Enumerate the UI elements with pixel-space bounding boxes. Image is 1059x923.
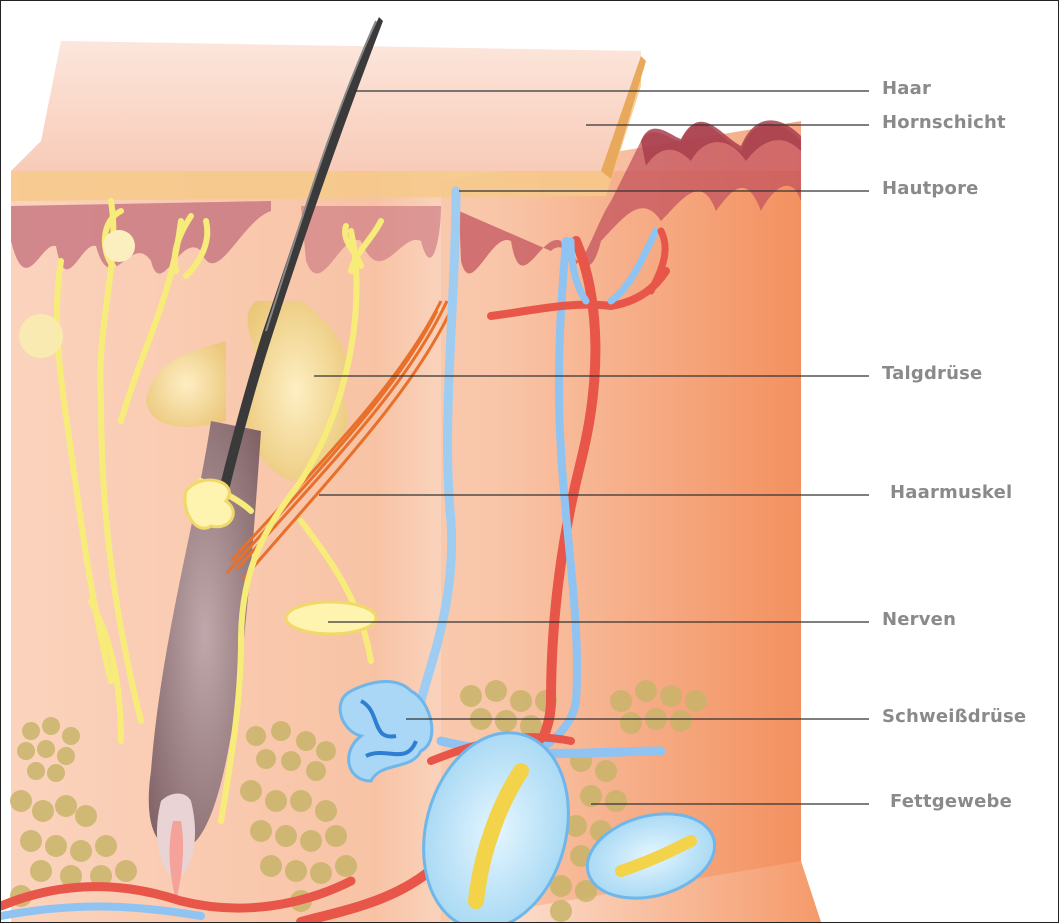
label-haar: Haar bbox=[882, 78, 931, 99]
nerve-ending-bulb-2 bbox=[103, 230, 135, 262]
label-talgdruese: Talgdrüse bbox=[882, 363, 982, 384]
nerve-ring bbox=[185, 480, 233, 528]
label-hornschicht: Hornschicht bbox=[882, 112, 1006, 133]
label-fettgewebe: Fettgewebe bbox=[890, 791, 1012, 812]
label-hautpore: Hautpore bbox=[882, 178, 979, 199]
label-haarmuskel: Haarmuskel bbox=[890, 482, 1012, 503]
label-nerven: Nerven bbox=[882, 609, 956, 630]
label-schweissdruese: Schweißdrüse bbox=[882, 706, 1026, 727]
nerve-ending-bulb bbox=[19, 314, 63, 358]
nerve-ending-capsule bbox=[286, 602, 376, 634]
